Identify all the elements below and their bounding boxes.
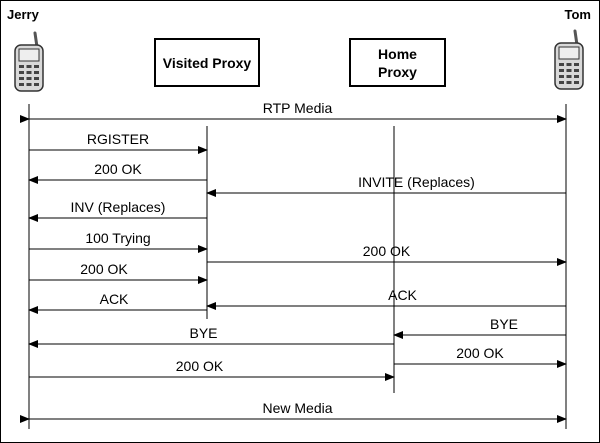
message-label: 200 OK xyxy=(362,243,411,259)
home-proxy-box: Home Proxy xyxy=(349,38,446,87)
party-tom-label: Tom xyxy=(564,7,591,22)
message-label: RTP Media xyxy=(262,100,333,116)
message-label: BYE xyxy=(489,316,519,332)
message-label: 200 OK xyxy=(456,345,504,361)
message-label: ACK xyxy=(388,287,417,303)
message-label: INVITE (Replaces) xyxy=(358,174,475,190)
visited-proxy-box: Visited Proxy xyxy=(154,38,260,87)
message-label: INV (Replaces) xyxy=(70,199,166,215)
message-label: 200 OK xyxy=(80,261,128,277)
message-label: ACK xyxy=(99,291,129,307)
message-label: RGISTER xyxy=(86,131,150,147)
mobile-phone-icon xyxy=(14,31,44,92)
message-label: 200 OK xyxy=(175,358,224,374)
message-label: New Media xyxy=(262,400,333,416)
message-label: 200 OK xyxy=(94,161,142,177)
party-jerry-label: Jerry xyxy=(7,7,39,22)
message-label: 100 Trying xyxy=(85,230,151,246)
mobile-phone-icon xyxy=(554,29,584,90)
message-label: BYE xyxy=(189,325,218,341)
